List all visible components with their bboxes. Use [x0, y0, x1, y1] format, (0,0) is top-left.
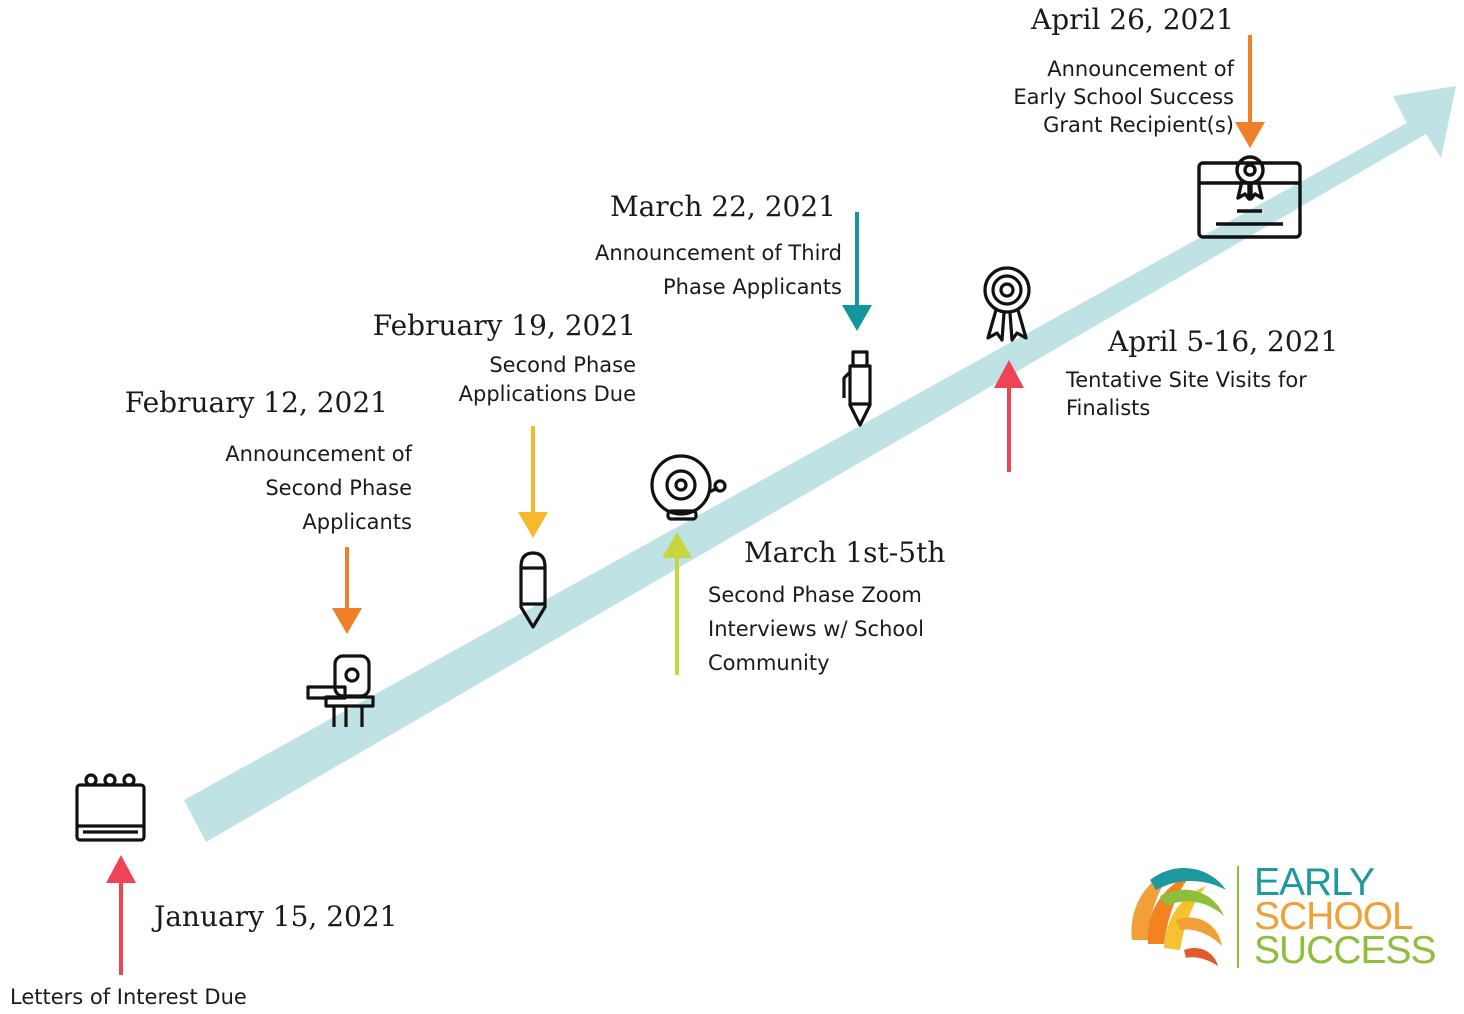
desc-line: Community [708, 651, 830, 675]
desc-line: Announcement of [1047, 57, 1234, 81]
logo-word-early: EARLY [1254, 861, 1375, 904]
desc-line: Second Phase [265, 476, 412, 500]
milestone-date-jan15: January 15, 2021 [154, 900, 398, 933]
logo-word-school: SCHOOL [1254, 895, 1414, 938]
milestone-desc-mar1: Second Phase Zoom Interviews w/ School C… [708, 578, 924, 680]
milestone-desc-jan15: Letters of Interest Due [10, 980, 247, 1014]
milestone-desc-feb19: Second Phase Applications Due [459, 351, 636, 409]
milestone-date-mar22: March 22, 2021 [609, 190, 836, 223]
connector-arrow-march22 [842, 212, 872, 331]
milestone-desc-feb12: Announcement of Second Phase Applicants [225, 437, 412, 539]
desc-line: Second Phase [489, 353, 636, 377]
milestone-desc-mar22: Announcement of Third Phase Applicants [595, 236, 842, 304]
milestone-date-feb12: February 12, 2021 [124, 386, 388, 419]
desc-line: Announcement of [225, 442, 412, 466]
early-school-success-logo-text: EARLY SCHOOL SUCCESS [1254, 861, 1437, 972]
desc-line: Tentative Site Visits for [1066, 368, 1307, 392]
school-desk-icon [306, 654, 375, 727]
desc-line: Applications Due [458, 382, 636, 406]
pencil-icon [519, 551, 547, 629]
desc-line: Early School Success [1013, 85, 1234, 109]
connector-arrow-april5 [994, 360, 1024, 472]
school-bell-icon [650, 454, 727, 521]
certificate-icon [1197, 155, 1302, 239]
milestone-date-apr5: April 5-16, 2021 [1108, 325, 1339, 358]
desc-line: Phase Applicants [663, 275, 842, 299]
milestone-date-feb19: February 19, 2021 [372, 309, 636, 342]
connector-arrow-january [106, 855, 136, 975]
milestone-desc-apr5: Tentative Site Visits for Finalists [1066, 366, 1307, 422]
connector-arrow-feb12 [332, 547, 362, 634]
milestone-desc-apr26: Announcement of Early School Success Gra… [1013, 55, 1234, 139]
desc-line: Interviews w/ School [708, 617, 924, 641]
connector-arrow-march1 [662, 532, 692, 675]
early-school-success-logo-mark [1131, 866, 1239, 968]
pen-icon [842, 350, 872, 427]
milestone-date-mar1: March 1st-5th [744, 536, 946, 569]
desc-line: Announcement of Third [595, 241, 842, 265]
timeline-ribbon-arrow [184, 86, 1456, 842]
desc-line: Letters of Interest Due [10, 985, 247, 1009]
desc-line: Grant Recipient(s) [1043, 113, 1234, 137]
connector-arrow-feb19 [518, 426, 548, 538]
calendar-icon [75, 773, 146, 842]
award-ribbon-icon [983, 266, 1031, 342]
milestone-date-apr26: April 26, 2021 [1030, 3, 1234, 36]
desc-line: Second Phase Zoom [708, 583, 922, 607]
connector-arrow-april26 [1235, 35, 1265, 148]
logo-word-success: SUCCESS [1254, 929, 1437, 972]
desc-line: Finalists [1066, 396, 1151, 420]
desc-line: Applicants [302, 510, 412, 534]
